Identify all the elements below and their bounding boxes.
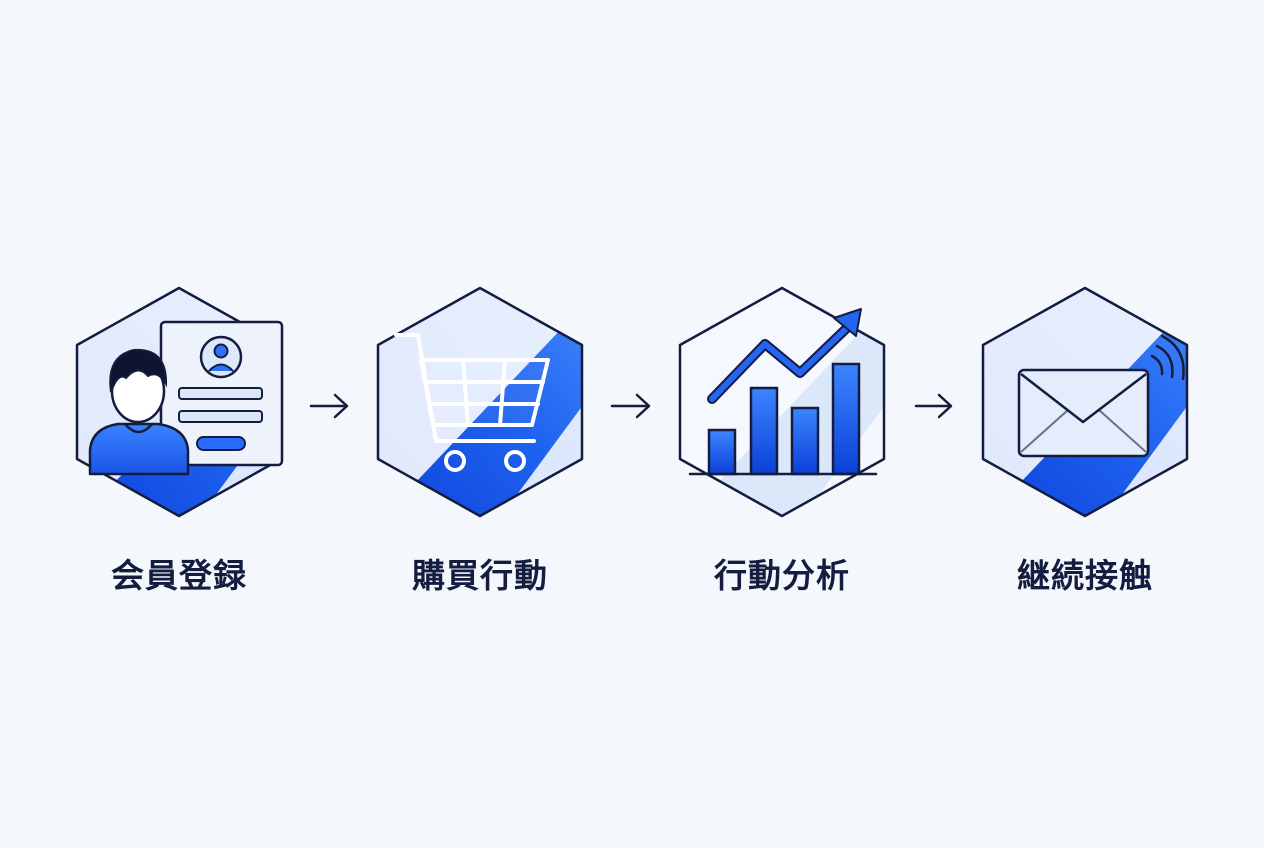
step-2-label: 購買行動 (412, 556, 548, 595)
arrow-right-icon (309, 393, 349, 419)
step-3-hexagon (678, 286, 886, 518)
step-4-label: 継続接触 (1017, 556, 1153, 595)
shopping-cart-icon (394, 333, 550, 472)
arrow-right-icon (914, 393, 953, 419)
member-registration-icon (88, 320, 284, 476)
arrow-right-icon (610, 393, 651, 419)
email-icon (1017, 334, 1185, 458)
step-1-label: 会員登録 (111, 556, 247, 595)
step-3-label: 行動分析 (714, 556, 850, 595)
growth-chart-icon (688, 308, 878, 476)
